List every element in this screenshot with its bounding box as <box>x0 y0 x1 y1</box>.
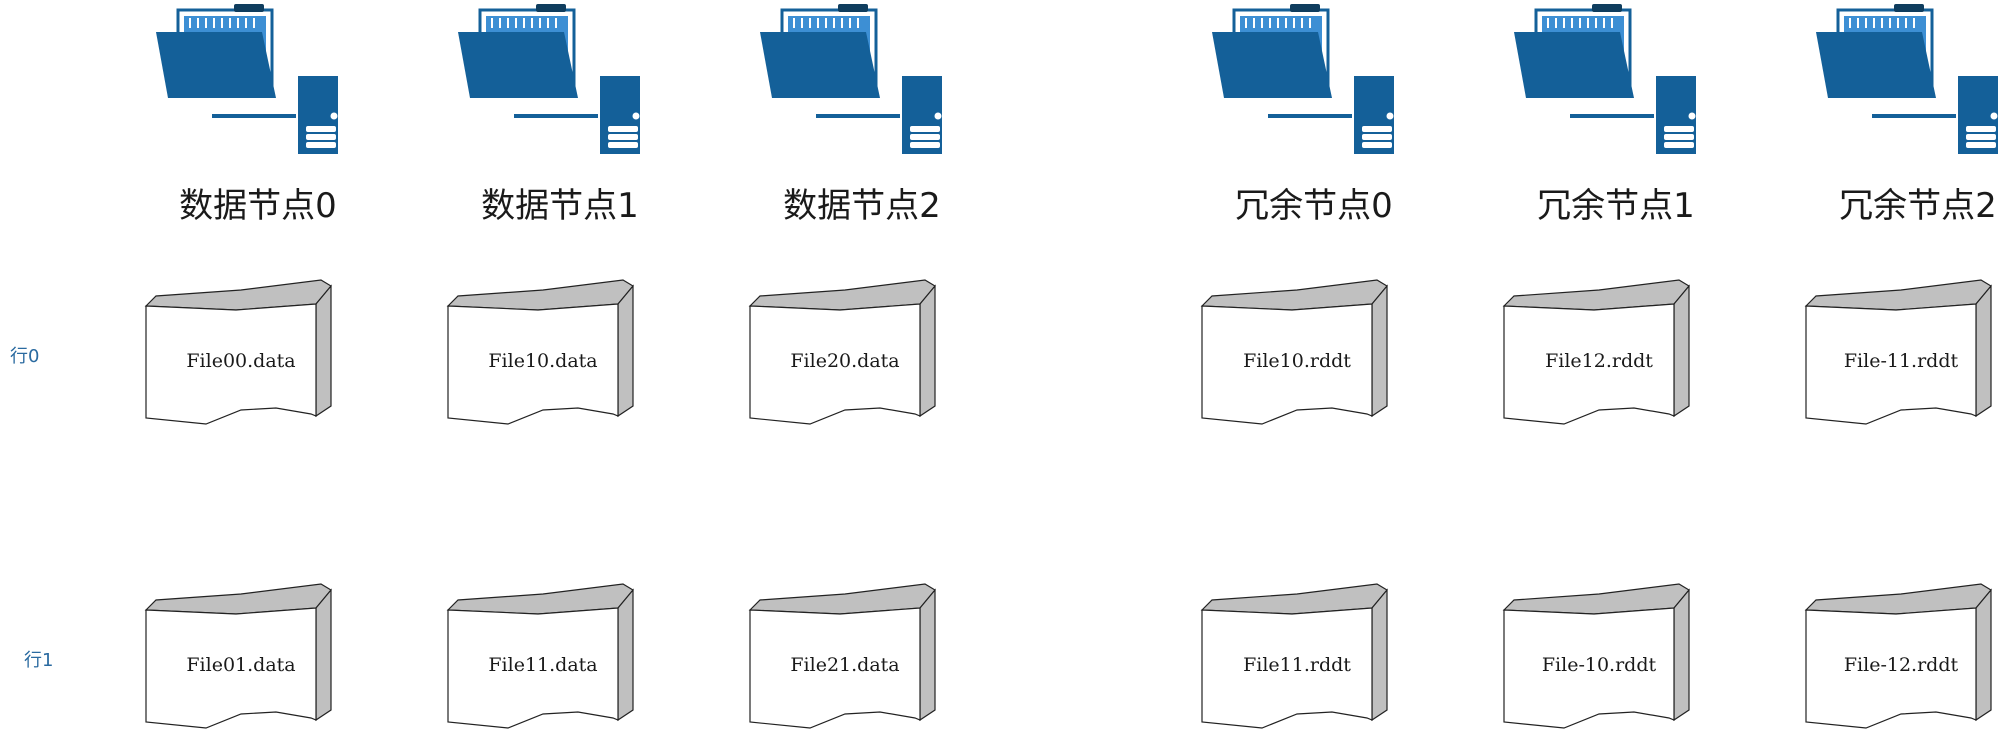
file-label: File21.data <box>790 654 900 676</box>
file-block-shape <box>144 583 332 729</box>
row-label-0: 行0 <box>10 346 40 367</box>
file-label: File10.rddt <box>1243 350 1351 372</box>
file-label: File-10.rddt <box>1541 654 1657 676</box>
file-block-shape <box>446 583 634 729</box>
node-data-2: 数据节点2 <box>712 0 942 240</box>
file-block-shape <box>1804 583 1992 729</box>
file-block-shape <box>1502 279 1690 425</box>
file-label: File-11.rddt <box>1843 350 1959 372</box>
file-label: File-12.rddt <box>1843 654 1959 676</box>
row-label-1: 行1 <box>24 650 54 671</box>
node-label: 数据节点1 <box>481 186 639 226</box>
file-label: File12.rddt <box>1545 350 1653 372</box>
file-block: File10.data <box>446 279 658 430</box>
node-label: 冗余节点0 <box>1235 186 1393 226</box>
file-block-shape <box>1502 583 1690 729</box>
file-block-shape <box>144 279 332 425</box>
file-block: File21.data <box>748 583 960 734</box>
node-data-1: 数据节点1 <box>410 0 640 240</box>
file-block: File11.rddt <box>1200 583 1412 734</box>
file-label: File11.data <box>488 654 598 676</box>
file-block: File00.data <box>144 279 356 430</box>
file-block-shape <box>748 279 936 425</box>
file-label: File20.data <box>790 350 900 372</box>
node-redundant-2: 冗余节点2 <box>1768 0 1998 240</box>
file-block-shape <box>1200 279 1388 425</box>
file-block-shape <box>1804 279 1992 425</box>
folder-server-icon <box>1514 4 1696 154</box>
file-block-shape <box>1200 583 1388 729</box>
file-block-shape <box>446 279 634 425</box>
file-block-shape <box>748 583 936 729</box>
file-block: File12.rddt <box>1502 279 1714 430</box>
file-label: File01.data <box>186 654 296 676</box>
file-block: File-11.rddt <box>1804 279 2011 430</box>
folder-server-icon <box>760 4 942 154</box>
node-redundant-0: 冗余节点0 <box>1164 0 1394 240</box>
node-data-0: 数据节点0 <box>108 0 338 240</box>
file-label: File00.data <box>186 350 296 372</box>
file-label: File10.data <box>488 350 598 372</box>
node-label: 数据节点2 <box>783 186 941 226</box>
node-redundant-1: 冗余节点1 <box>1466 0 1696 240</box>
file-block: File01.data <box>144 583 356 734</box>
file-block: File-10.rddt <box>1502 583 1714 734</box>
file-block: File-12.rddt <box>1804 583 2011 734</box>
folder-server-icon <box>1816 4 1998 154</box>
folder-server-icon <box>1212 4 1394 154</box>
node-label: 数据节点0 <box>179 186 337 226</box>
folder-server-icon <box>156 4 338 154</box>
file-label: File11.rddt <box>1243 654 1351 676</box>
file-block: File10.rddt <box>1200 279 1412 430</box>
node-label: 冗余节点1 <box>1537 186 1695 226</box>
file-block: File11.data <box>446 583 658 734</box>
folder-server-icon <box>458 4 640 154</box>
node-label: 冗余节点2 <box>1839 186 1997 226</box>
file-block: File20.data <box>748 279 960 430</box>
